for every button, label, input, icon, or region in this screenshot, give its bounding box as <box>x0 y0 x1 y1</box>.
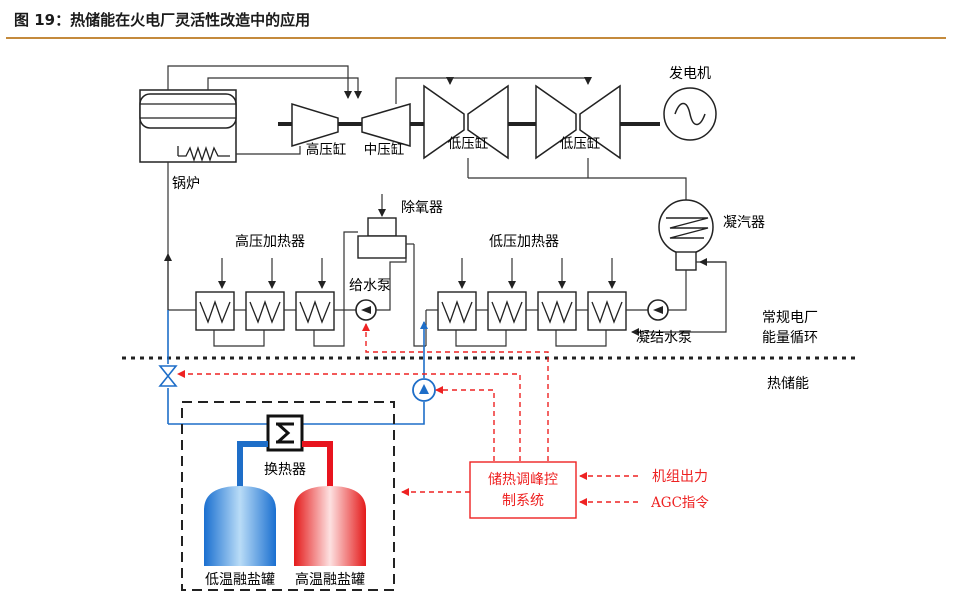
heat-exchanger-label: 换热器 <box>264 461 306 478</box>
ip-cylinder-label: 中压缸 <box>364 141 405 158</box>
regulating-valve <box>158 365 178 387</box>
hp-heaters <box>195 291 335 331</box>
control-system-label-2: 制系统 <box>502 493 544 509</box>
high-temp-tank-label: 高温融盐罐 <box>295 571 365 588</box>
generator <box>663 87 717 141</box>
thermal-storage-label: 热储能 <box>767 376 809 392</box>
boiler <box>139 89 237 163</box>
heat-exchanger <box>266 414 304 452</box>
storage-subsystem-boundary <box>181 401 395 591</box>
boiler-label: 锅炉 <box>172 176 200 192</box>
generator-label: 发电机 <box>669 66 711 82</box>
header-divider <box>6 37 946 39</box>
control-signal-lines <box>177 323 638 506</box>
condensate-pump <box>647 299 669 321</box>
ip-turbine <box>361 103 411 147</box>
steam-lines <box>167 65 687 200</box>
high-temp-salt-tank <box>294 486 366 566</box>
hp-cylinder-label: 高压缸 <box>306 141 347 158</box>
lp-heaters <box>437 291 627 331</box>
storage-pump <box>412 378 436 402</box>
lp-turbine-1 <box>423 84 509 160</box>
lp-turbine-2 <box>535 84 621 160</box>
feed-pump-label: 给水泵 <box>349 278 391 294</box>
cold-salt-pipe <box>237 441 268 488</box>
lp-heaters-label: 低压加热器 <box>489 234 559 250</box>
condensate-pump-label: 凝结水泵 <box>636 330 692 346</box>
hp-turbine <box>291 102 339 148</box>
low-temp-salt-tank <box>204 486 276 566</box>
control-system-label-1: 储热调峰控 <box>488 472 558 488</box>
feed-pump <box>355 299 377 321</box>
conventional-cycle-label-1: 常规电厂 <box>762 310 818 326</box>
conventional-cycle-label-2: 能量循环 <box>762 330 818 346</box>
control-system-box <box>469 461 577 519</box>
low-temp-tank-label: 低温融盐罐 <box>205 572 275 588</box>
lp-cylinder-label-2: 低压缸 <box>560 135 601 152</box>
unit-output-label: 机组出力 <box>652 469 708 485</box>
storage-water-lines <box>167 310 428 425</box>
condenser-label: 凝汽器 <box>723 215 765 231</box>
deaerator <box>357 217 407 259</box>
agc-command-label: AGC指令 <box>650 495 709 511</box>
condenser <box>658 199 714 271</box>
deaerator-label: 除氧器 <box>401 200 443 216</box>
figure-title: 图 19：热储能在火电厂灵活性改造中的应用 <box>14 11 311 29</box>
figure-header: 图 19：热储能在火电厂灵活性改造中的应用 <box>0 0 953 40</box>
hp-heaters-label: 高压加热器 <box>235 233 305 250</box>
lp-cylinder-label-1: 低压缸 <box>448 135 489 152</box>
hot-salt-pipe <box>302 441 333 488</box>
